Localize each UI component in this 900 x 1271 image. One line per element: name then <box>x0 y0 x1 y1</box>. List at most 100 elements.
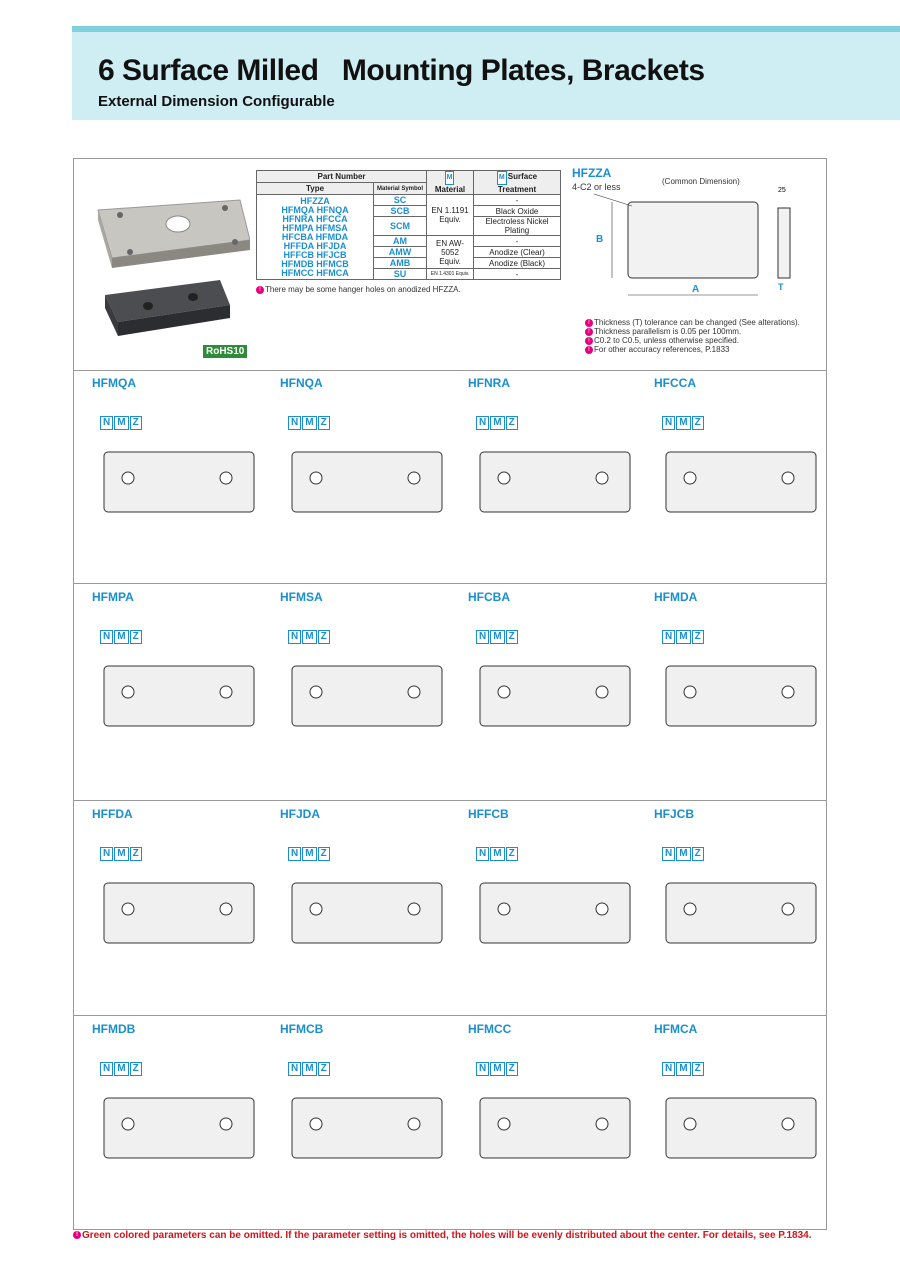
hole-mark <box>121 471 135 485</box>
treatment-cell: Anodize (Black) <box>473 257 562 269</box>
hole-mark <box>595 902 609 916</box>
code-z: Z <box>505 847 518 861</box>
hole-mark <box>683 1117 697 1131</box>
treatment-cell: Black Oxide <box>473 205 562 217</box>
plate-outline <box>479 1097 631 1159</box>
plate-drawing <box>291 665 443 727</box>
plate-outline <box>291 665 443 727</box>
caution-icon: ! <box>585 327 593 336</box>
table-header-matsym: Material Symbol <box>372 182 428 195</box>
treatment-cell: Electroless Nickel Plating <box>473 216 562 236</box>
treatment-cell: - <box>473 235 562 247</box>
hole-mark <box>683 685 697 699</box>
plate-outline <box>103 1097 255 1159</box>
code-n: N <box>662 1062 676 1076</box>
plate-drawing <box>103 1097 255 1159</box>
plate-drawing <box>291 1097 443 1159</box>
code-n: N <box>100 847 114 861</box>
hole-mark <box>781 902 795 916</box>
code-n: N <box>288 1062 302 1076</box>
plate-outline <box>291 451 443 513</box>
code-z: Z <box>505 416 518 430</box>
hole-mark <box>309 1117 323 1131</box>
hole-mark <box>595 685 609 699</box>
material-symbol: SU <box>372 268 428 280</box>
section-title: HFMDB <box>92 1022 136 1036</box>
hfzza-drawing: A B T 25 <box>593 187 791 296</box>
plate-drawing <box>665 1097 817 1159</box>
hole-mark <box>219 685 233 699</box>
code-m: M <box>490 630 505 644</box>
plate-drawing <box>103 665 255 727</box>
material-cell: EN 1.4301 Equiv. <box>426 268 475 280</box>
section-title: HFMQA <box>92 376 136 390</box>
dim-t-label: T <box>778 282 784 292</box>
code-n: N <box>288 847 302 861</box>
plate-drawing <box>665 665 817 727</box>
plate-outline <box>479 665 631 727</box>
code-n: N <box>100 416 114 430</box>
material-cell: EN AW-5052 Equiv. <box>426 235 475 269</box>
caution-icon: ! <box>73 1231 81 1240</box>
plate-drawing <box>291 451 443 513</box>
plate-outline <box>291 882 443 944</box>
code-z: Z <box>317 1062 330 1076</box>
code-z: Z <box>691 630 704 644</box>
hole-mark <box>497 902 511 916</box>
plate-drawing <box>103 882 255 944</box>
rohs-badge: RoHS10 <box>203 345 248 358</box>
footer-note: !Green colored parameters can be omitted… <box>73 1230 811 1241</box>
roughness-label: 25 <box>778 187 786 194</box>
plate-drawing <box>291 882 443 944</box>
hole-mark <box>219 471 233 485</box>
hole-mark <box>497 471 511 485</box>
hole-mark <box>309 902 323 916</box>
hole-mark <box>121 1117 135 1131</box>
code-z: Z <box>129 630 142 644</box>
section-title: HFZZA <box>572 166 612 180</box>
hole-mark <box>407 471 421 485</box>
section-divider <box>73 370 827 371</box>
material-symbol: AMB <box>372 257 428 269</box>
section-title: HFFCB <box>468 807 509 821</box>
code-m: M <box>114 1062 129 1076</box>
material-symbol: SC <box>372 194 428 206</box>
plate-drawing <box>103 451 255 513</box>
note-line: !For other accuracy references, P.1833 <box>585 345 800 354</box>
treatment-cell: - <box>473 194 562 206</box>
code-n: N <box>476 630 490 644</box>
treatment-cell: - <box>473 268 562 280</box>
plate-outline <box>479 882 631 944</box>
code-z: Z <box>691 1062 704 1076</box>
hole-mark <box>219 1117 233 1131</box>
hole-mark <box>121 685 135 699</box>
code-n: N <box>100 630 114 644</box>
section-title: HFMCA <box>654 1022 698 1036</box>
section-title: HFMDA <box>654 590 698 604</box>
code-m: M <box>676 1062 691 1076</box>
code-m: M <box>490 1062 505 1076</box>
dim-b-label: B <box>596 234 603 245</box>
table-header-part: Part Number <box>255 170 428 183</box>
page-header: 6 Surface Milled Mounting Plates, Bracke… <box>72 26 900 120</box>
section-title: HFMSA <box>280 590 323 604</box>
section-title: HFNQA <box>280 376 323 390</box>
hole-mark <box>407 1117 421 1131</box>
page-subtitle: External Dimension Configurable <box>98 93 335 110</box>
plate-drawing <box>479 451 631 513</box>
code-z: Z <box>317 630 330 644</box>
hole-mark <box>781 685 795 699</box>
plate-outline <box>479 451 631 513</box>
code-z: Z <box>317 847 330 861</box>
section-title: HFMCB <box>280 1022 324 1036</box>
